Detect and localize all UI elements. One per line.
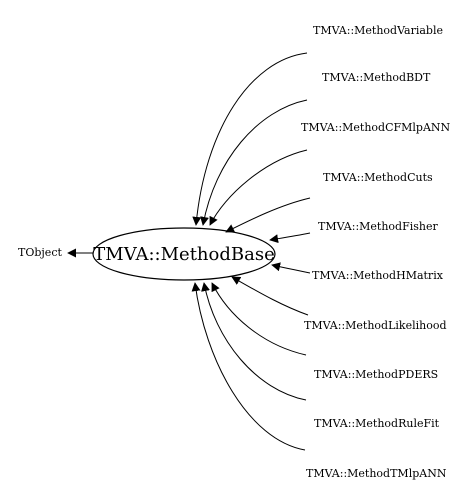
label-method-rulefit: TMVA::MethodRuleFit: [314, 417, 440, 430]
label-method-fisher: TMVA::MethodFisher: [318, 220, 438, 233]
main-class-node: [92, 227, 276, 281]
label-method-likelihood: TMVA::MethodLikelihood: [304, 319, 447, 332]
edge-method-cfmlpann: [209, 149, 308, 226]
edge-method-cuts: [225, 197, 311, 233]
edge-method-fisher: [269, 232, 311, 244]
derived-edges: [191, 52, 311, 451]
edge-method-bdt: [200, 99, 308, 226]
edge-method-likelihood: [231, 276, 309, 316]
edge-method-hmatrix: [271, 262, 311, 274]
label-method-cfmlpann: TMVA::MethodCFMlpANN: [301, 121, 451, 134]
label-method-pders: TMVA::MethodPDERS: [314, 368, 438, 381]
edge-method-variable: [192, 52, 308, 226]
label-method-hmatrix: TMVA::MethodHMatrix: [312, 269, 444, 282]
edge-method-rulefit: [201, 282, 307, 401]
label-method-tmlpann: TMVA::MethodTMlpANN: [306, 467, 447, 480]
label-method-cuts: TMVA::MethodCuts: [323, 171, 433, 184]
edge-method-tmlpann: [191, 282, 306, 451]
main-class-label: TMVA::MethodBase: [93, 244, 274, 265]
base-class-label: TObject: [18, 246, 62, 259]
label-method-bdt: TMVA::MethodBDT: [322, 71, 431, 84]
derived-labels: TMVA::MethodVariable TMVA::MethodBDT TMV…: [301, 24, 451, 480]
edge-method-pders: [211, 282, 307, 356]
label-method-variable: TMVA::MethodVariable: [313, 24, 443, 37]
